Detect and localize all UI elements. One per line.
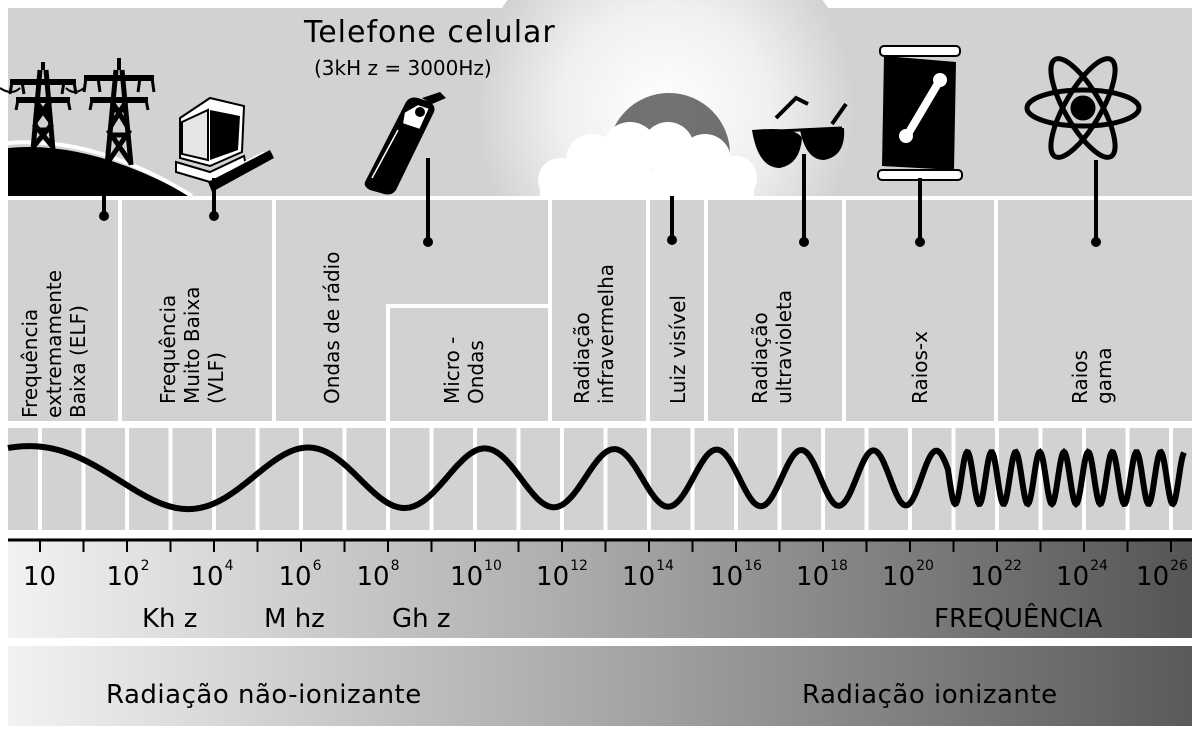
tick-base: 10 — [450, 562, 484, 592]
tick-base: 10 — [106, 562, 140, 592]
frequency-tick-label: 1026 — [1136, 558, 1188, 592]
wave-strip — [8, 428, 1192, 530]
band-label-line: extremamente — [42, 269, 66, 418]
band-label-line: Radiação — [570, 312, 594, 404]
frequency-tick-label: 1024 — [1056, 558, 1108, 592]
unit-ghz: Gh z — [392, 604, 451, 634]
frequency-tick-label: 10 — [23, 562, 57, 592]
tick-exponent: 12 — [570, 558, 588, 574]
cloud-icon — [538, 122, 757, 202]
tick-base: 10 — [710, 562, 744, 592]
frequency-tick-label: 108 — [356, 558, 399, 592]
frequency-axis-label: FREQUÊNCIA — [934, 604, 1103, 634]
tick-base: 10 — [970, 562, 1004, 592]
ionizing-label: Radiação ionizante — [802, 680, 1058, 710]
tick-exponent: 18 — [830, 558, 848, 574]
unit-mhz: M hz — [264, 604, 325, 634]
unit-khz: Kh z — [142, 604, 198, 634]
tick-exponent: 6 — [312, 558, 322, 574]
tick-base: 10 — [536, 562, 570, 592]
frequency-tick-label: 106 — [278, 558, 321, 592]
band-label-line: Micro - — [440, 336, 464, 404]
tick-base: 10 — [356, 562, 390, 592]
band-label-line: Baixa (ELF) — [66, 305, 90, 418]
sunglasses-icon — [752, 95, 848, 168]
power-tower-icon — [0, 62, 85, 151]
tick-exponent: 10 — [484, 558, 502, 574]
radiation-bar — [8, 646, 1192, 726]
frequency-tick-label: 1018 — [796, 558, 848, 592]
tick-base: 10 — [796, 562, 830, 592]
tick-exponent: 4 — [224, 558, 234, 574]
tick-exponent: 24 — [1090, 558, 1108, 574]
tick-exponent: 16 — [744, 558, 762, 574]
power-tower-icon — [82, 58, 156, 166]
band-label-line: gama — [1092, 347, 1116, 404]
band-label-line: Luiz visível — [666, 295, 690, 404]
tick-base: 10 — [882, 562, 916, 592]
tick-base: 10 — [1136, 562, 1170, 592]
band-label-line: Radiação — [748, 312, 772, 404]
pointer-stems — [102, 154, 1098, 242]
frequency-tick-label: 1020 — [882, 558, 934, 592]
phone-title: Telefone celular — [304, 15, 556, 50]
tick-exponent: 14 — [656, 558, 674, 574]
phone-subtitle: (3kH z = 3000Hz) — [314, 56, 492, 80]
band-label-line: Ondas — [464, 340, 488, 404]
computer-icon — [175, 96, 274, 192]
wave-line — [7, 443, 1187, 513]
hill — [8, 147, 190, 196]
tick-exponent: 8 — [390, 558, 400, 574]
frequency-tick-label: 1014 — [622, 558, 674, 592]
tick-exponent: 22 — [1004, 558, 1022, 574]
atom-icon — [1024, 56, 1142, 160]
tick-exponent: 20 — [916, 558, 934, 574]
scale-ticks — [39, 540, 1172, 552]
frequency-tick-label: 1012 — [536, 558, 588, 592]
non-ionizing-label: Radiação não-ionizante — [106, 680, 422, 710]
band-dividers — [8, 196, 1192, 427]
band-label-line: Ondas de rádio — [320, 251, 344, 404]
xray-icon — [877, 45, 963, 181]
tick-base: 10 — [1056, 562, 1090, 592]
band-label-line: Raios-x — [908, 331, 932, 404]
band-label-line: Frequência — [18, 308, 42, 418]
band-label-line: Raios — [1068, 350, 1092, 404]
tick-base: 10 — [22, 562, 57, 592]
frequency-tick-label: 1010 — [450, 558, 502, 592]
band-label-line: Muito Baixa — [180, 286, 204, 404]
tick-base: 10 — [622, 562, 656, 592]
pointer-dots — [99, 211, 1101, 247]
tick-base: 10 — [190, 562, 224, 592]
band-label-line: ultravioleta — [772, 289, 796, 404]
frequency-tick-label: 1022 — [970, 558, 1022, 592]
tick-exponent: 2 — [140, 558, 150, 574]
tick-exponent: 26 — [1170, 558, 1188, 574]
band-label-line: infravermelha — [594, 263, 618, 404]
frequency-scale-bar — [8, 538, 1192, 638]
cell-phone-icon — [364, 92, 446, 195]
band-label-line: (VLF) — [204, 352, 228, 404]
frequency-tick-label: 1016 — [710, 558, 762, 592]
band-label-line: Frequência — [156, 294, 180, 404]
frequency-tick-label: 104 — [190, 558, 233, 592]
frequency-tick-label: 102 — [106, 558, 149, 592]
tick-base: 10 — [278, 562, 312, 592]
